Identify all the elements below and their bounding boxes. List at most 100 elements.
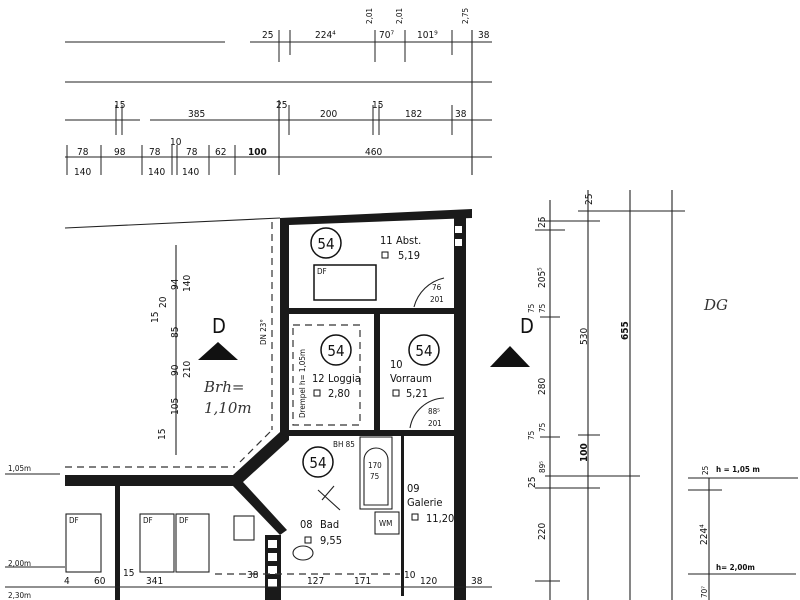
floor-label-handwritten: DG [703, 296, 728, 314]
dim-label: 85 [170, 327, 181, 338]
df-label: DF [317, 267, 327, 276]
door-width: 88⁵ [428, 407, 440, 416]
dim-label: 78 [186, 147, 198, 158]
dim-label: 25 [276, 100, 287, 111]
dim-label: 78 [77, 147, 89, 158]
height-label: 2,30m [8, 591, 31, 600]
room-loggia: 54 12 Loggia 2,80 Drempel h= 1,05m [292, 324, 361, 426]
dim-label: 94 [170, 278, 181, 290]
dim-label: 100 [579, 443, 590, 462]
height-label: 2,00m [8, 559, 31, 568]
dim-label: 25 [701, 466, 710, 475]
bottom-dimensions: 4 60 15 341 38 127 171 10 120 38 1,05m 2… [5, 464, 492, 600]
dim-label: 10 [170, 137, 182, 148]
room-name: Galerie [407, 496, 442, 509]
dim-label: 89⁵ [538, 461, 547, 473]
bathtub-width: 75 [370, 472, 379, 481]
dim-label: 20 [158, 296, 169, 308]
dim-label: 200 [320, 109, 337, 120]
room-number: 12 [312, 372, 325, 385]
dim-label: 140 [148, 167, 165, 178]
section-marker-triangle-icon [198, 342, 238, 360]
dim-label: 38 [455, 109, 467, 120]
dim-label: 25 [527, 477, 538, 488]
bathtub-length: 170 [368, 461, 382, 470]
door-width: 76 [432, 283, 442, 292]
dim-label: 171 [354, 576, 371, 587]
bh-label: BH 85 [333, 440, 355, 449]
dim-label: 220 [537, 523, 548, 540]
room-bad: 54 BH 85 170 75 WM 08 Bad 9,55 [292, 436, 400, 561]
dim-label: 38 [247, 570, 259, 581]
dim-label: 4 [64, 576, 70, 587]
top-dimension-lines [65, 30, 492, 175]
dim-label: 224⁴ [699, 524, 710, 545]
door-height: 201 [430, 295, 444, 304]
dim-label: 25 [262, 30, 273, 41]
height-label: 2,01 [365, 8, 374, 24]
dim-label: 98 [114, 147, 126, 158]
dim-label: 15 [157, 429, 168, 440]
room-area: 5,19 [398, 249, 420, 262]
df-label: DF [179, 516, 189, 525]
room-vorraum: 54 10 Vorraum 5,21 88⁵ 201 [390, 334, 445, 429]
roof-area-left: 94 140 20 15 85 90 210 105 15 D DN 23° B… [64, 217, 281, 468]
dim-label: 205⁵ [537, 267, 548, 288]
room-galerie: 09 Galerie 11,20 [407, 482, 454, 525]
dim-label: 15 [114, 100, 125, 111]
dim-label: 120 [420, 576, 437, 587]
room-name: Vorraum [390, 372, 432, 385]
dim-label: 70⁷ [379, 30, 394, 41]
room-tag: 54 [317, 235, 334, 253]
walls [65, 209, 472, 600]
dim-label: 460 [365, 147, 382, 158]
dim-label: 15 [372, 100, 383, 111]
dim-label: 75 [527, 304, 536, 313]
dim-label: 15 [123, 568, 134, 579]
dim-label: 140 [182, 275, 193, 292]
handwritten-note: Brh= [203, 378, 244, 396]
room-number: 10 [390, 358, 403, 371]
df-label: DF [69, 516, 79, 525]
dim-label: 224⁴ [315, 30, 336, 41]
dim-label: 25 [537, 217, 548, 228]
dim-label: 385 [188, 109, 205, 120]
height-label: 2,01 [395, 8, 404, 24]
section-marker-label: D [520, 314, 534, 338]
dim-label: 90 [170, 364, 181, 376]
dim-label: 100 [248, 147, 267, 158]
dormer-windows: DF DF DF [65, 513, 255, 573]
dim-label: 10 [404, 570, 416, 581]
room-name: Bad [320, 518, 339, 531]
dim-label: 655 [620, 321, 631, 340]
dim-label: 75 [538, 423, 547, 432]
door-height: 201 [428, 419, 442, 428]
section-marker-label: D [212, 314, 226, 338]
room-area: 5,21 [406, 387, 428, 400]
dn-label: DN 23° [259, 319, 268, 345]
dim-label: 78 [149, 147, 161, 158]
dim-label: 101⁹ [417, 30, 438, 41]
room-abstellraum: 54 11 Abst. 5,19 DF 76 201 [310, 227, 445, 308]
room-tag: 54 [309, 454, 326, 472]
dim-label: 75 [538, 304, 547, 313]
dim-label: 62 [215, 147, 226, 158]
room-number: 11 [380, 234, 393, 247]
dim-label: 210 [182, 361, 193, 378]
dim-label: 530 [579, 328, 590, 345]
handwritten-note: 1,10m [204, 399, 252, 417]
wm-label: WM [379, 519, 392, 528]
dim-label: 140 [74, 167, 91, 178]
dim-label: 25 [584, 194, 595, 205]
dim-label: 105 [170, 398, 181, 415]
right-dimension-lines: D 25 205⁵ 75 75 280 75 75 89⁵ 25 220 25 … [490, 190, 798, 600]
room-tag: 54 [327, 342, 344, 360]
dim-label: 38 [471, 576, 483, 587]
dim-label: 60 [94, 576, 106, 587]
dim-label: 341 [146, 576, 163, 587]
room-area: 11,20 [426, 512, 454, 525]
df-label: DF [143, 516, 153, 525]
room-area: 9,55 [320, 534, 342, 547]
dim-label: 15 [150, 312, 161, 323]
